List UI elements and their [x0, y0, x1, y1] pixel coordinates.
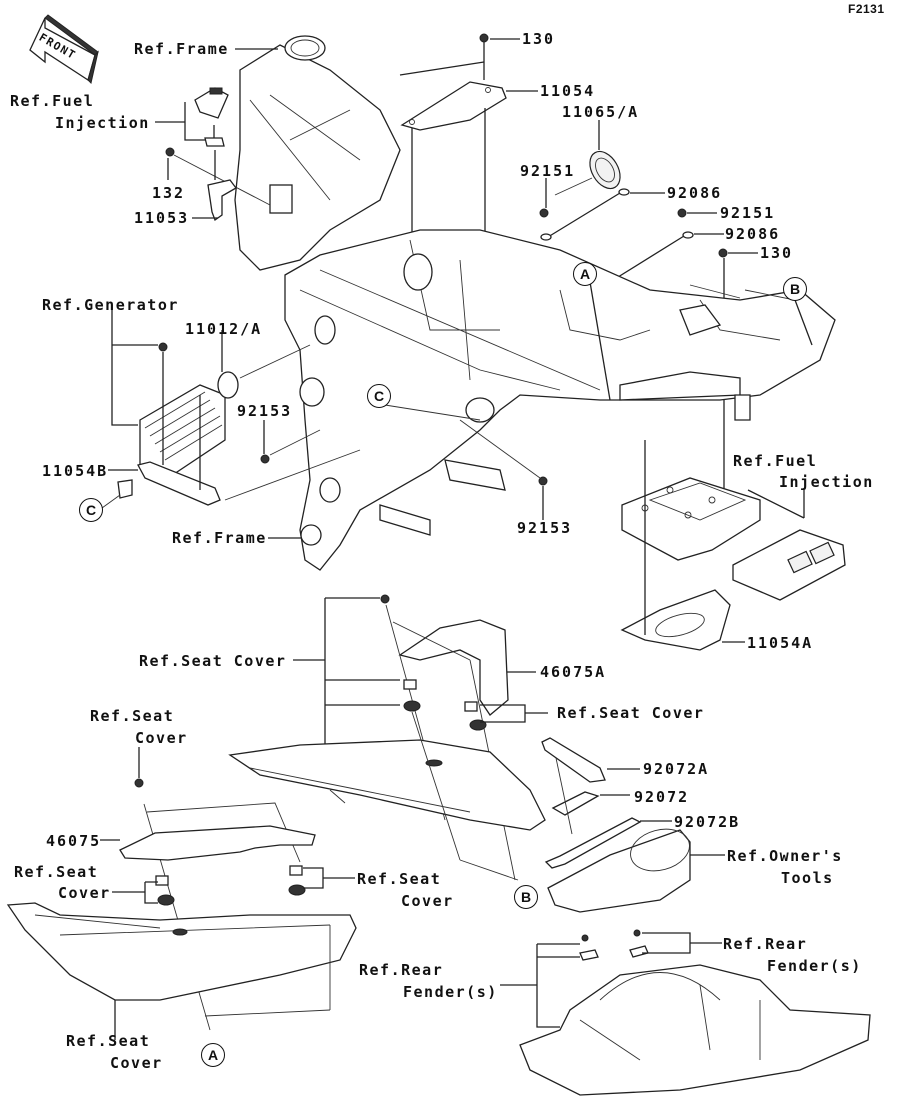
callout-ref-frame-top: Ref.Frame — [134, 40, 229, 58]
callout-92072a: 92072A — [643, 760, 710, 778]
reference-marker-b-upper: B — [783, 277, 807, 301]
bracket-11054b-part — [117, 461, 221, 506]
callout-ref-seat-cover-bl-line2: Cover — [110, 1054, 163, 1072]
ecu-part — [732, 529, 846, 601]
callout-46075a: 46075A — [540, 663, 607, 681]
callout-130-right: 130 — [760, 244, 794, 262]
callout-ref-rear-fender-right-line2: Fender(s) — [767, 957, 862, 975]
diagram-code: F2131 — [848, 2, 885, 16]
screw-rear-fender-part — [579, 929, 649, 961]
callout-ref-frame-bottom: Ref.Frame — [172, 529, 267, 547]
seat-cover-lower-part — [6, 902, 357, 1001]
callout-92072: 92072 — [634, 788, 690, 806]
callout-92151-right: 92151 — [720, 204, 776, 222]
bolt-92153-left-part — [260, 454, 270, 464]
collar-part — [403, 679, 487, 731]
reference-marker-b-lower: B — [514, 885, 538, 909]
callout-11065a: 11065/A — [562, 103, 640, 121]
bolt-46075a-part — [380, 594, 390, 604]
bolt-130-top-part — [479, 33, 489, 80]
callout-ref-fuel-injection-left-line2: Injection — [55, 114, 150, 132]
callout-ref-seat-cover-bl-line1: Ref.Seat — [66, 1032, 151, 1050]
callout-ref-owners-tools-line1: Ref.Owner's — [727, 847, 843, 865]
bolt-92151-right-part — [677, 208, 687, 218]
ground-cable-92086-upper-part — [540, 188, 630, 241]
callout-92153-right: 92153 — [517, 519, 573, 537]
callout-46075: 46075 — [46, 832, 102, 850]
callout-ref-seat-cover-mid: Ref.Seat Cover — [139, 652, 287, 670]
callout-ref-rear-fender-left-line1: Ref.Rear — [359, 961, 444, 979]
bolt-130-right-part — [718, 248, 728, 258]
ecu-cover-part — [621, 477, 761, 561]
fuel-injection-sensor-part — [194, 87, 229, 147]
callout-ref-owners-tools-line2: Tools — [781, 869, 834, 887]
grab-rail-46075-part — [119, 825, 316, 861]
rear-fender-part — [519, 964, 871, 1096]
callout-ref-seat-cover-c-line2: Cover — [401, 892, 454, 910]
reference-marker-c-upper: C — [367, 384, 391, 408]
callout-92072b: 92072B — [674, 813, 741, 831]
bolt-46075-part — [134, 778, 144, 788]
callout-ref-generator: Ref.Generator — [42, 296, 179, 314]
callout-ref-fuel-injection-left-line1: Ref.Fuel — [10, 92, 95, 110]
callout-ref-seat-cover-tl-line1: Ref.Seat — [90, 707, 175, 725]
strap-92072a-part — [541, 737, 606, 783]
bracket-11054-part — [400, 81, 507, 131]
callout-132: 132 — [152, 184, 186, 202]
frame-head-part — [234, 35, 401, 271]
main-frame-part — [284, 229, 836, 571]
callout-ref-seat-cover-right: Ref.Seat Cover — [557, 704, 705, 722]
callout-11054a: 11054A — [747, 634, 814, 652]
grab-rail-46075a-part — [398, 619, 509, 716]
bolt-92153-right-part — [538, 476, 548, 486]
regulator-part — [139, 342, 226, 481]
callout-11054: 11054 — [540, 82, 596, 100]
seat-cover-mid-part — [228, 739, 546, 831]
callout-11053: 11053 — [134, 209, 190, 227]
grommet-11012a-part — [217, 371, 239, 399]
bracket-11054a-part — [620, 589, 731, 651]
callout-ref-rear-fender-right-line1: Ref.Rear — [723, 935, 808, 953]
callout-11012a: 11012/A — [185, 320, 263, 338]
bolt-132-part — [165, 147, 271, 206]
callout-ref-seat-cover-l-line2: Cover — [58, 884, 111, 902]
collar-lower-part — [155, 865, 306, 906]
callout-92151-left: 92151 — [520, 162, 576, 180]
callout-92086-upper: 92086 — [667, 184, 723, 202]
callout-92086-lower: 92086 — [725, 225, 781, 243]
callout-ref-fuel-injection-right-line2: Injection — [779, 473, 874, 491]
callout-ref-seat-cover-l-line1: Ref.Seat — [14, 863, 99, 881]
owners-tools-case-part — [547, 828, 691, 913]
reference-marker-a-lower: A — [201, 1043, 225, 1067]
bolt-92151-left-part — [539, 208, 549, 218]
callout-130-top: 130 — [522, 30, 556, 48]
bracket-11053-part — [207, 179, 237, 222]
callout-11054b: 11054B — [42, 462, 109, 480]
reference-marker-c-lower: C — [79, 498, 103, 522]
strap-92072b-part — [544, 817, 642, 869]
strap-92072-part — [551, 791, 600, 816]
cap-11065a-part — [589, 150, 621, 190]
callout-ref-seat-cover-c-line1: Ref.Seat — [357, 870, 442, 888]
callout-ref-fuel-injection-right-line1: Ref.Fuel — [733, 452, 818, 470]
callout-ref-seat-cover-tl-line2: Cover — [135, 729, 188, 747]
callout-ref-rear-fender-left-line2: Fender(s) — [403, 983, 498, 1001]
front-direction-arrow-icon — [29, 14, 99, 84]
callout-92153-left: 92153 — [237, 402, 293, 420]
reference-marker-a-upper: A — [573, 262, 597, 286]
